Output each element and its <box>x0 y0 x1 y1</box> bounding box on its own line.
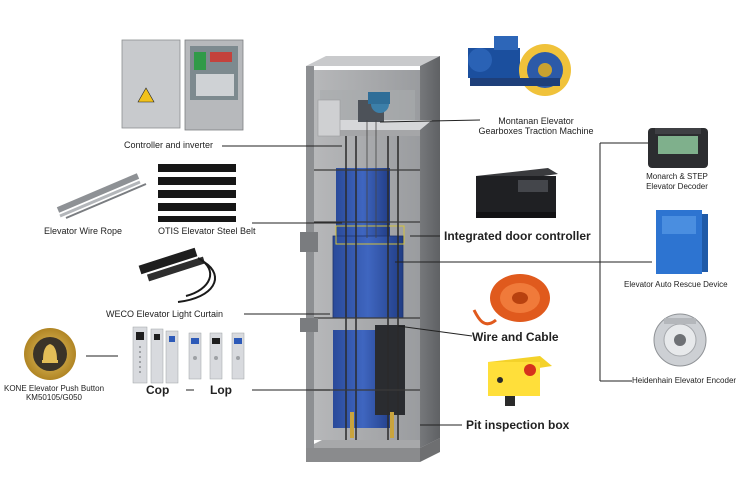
door-controller-image <box>476 168 558 218</box>
label-decoder-line2: Elevator Decoder <box>646 182 708 191</box>
label-encoder: Heidenhain Elevator Encoder <box>632 376 737 385</box>
label-push-button-line1: KONE Elevator Push Button <box>4 384 105 393</box>
leader-lines <box>86 119 652 426</box>
traction-machine-image <box>468 36 571 96</box>
elevator-car <box>300 120 420 440</box>
wire-rope-image <box>56 173 147 219</box>
label-rescue-device: Elevator Auto Rescue Device <box>624 280 728 289</box>
label-push-button-line2: KM50105/G050 <box>25 393 83 402</box>
rescue-device-image <box>656 210 708 274</box>
label-cop: Cop <box>146 383 170 397</box>
push-button-image <box>24 328 76 380</box>
label-decoder-line1: Monarch & STEP <box>646 172 708 181</box>
label-traction-machine-line1: Montanan Elevator <box>498 116 574 126</box>
label-door-controller: Integrated door controller <box>444 229 591 243</box>
encoder-image <box>653 313 707 367</box>
label-traction-machine: Montanan Elevator Gearboxes Traction Mac… <box>466 116 606 136</box>
label-light-curtain: WECO Elevator Light Curtain <box>106 309 224 319</box>
cop-panel-image <box>132 326 179 384</box>
label-pit-box: Pit inspection box <box>466 418 570 432</box>
wire-cable-image <box>472 274 550 326</box>
label-wire-rope: Elevator Wire Rope <box>44 226 123 236</box>
label-controller-inverter: Controller and inverter <box>124 140 214 150</box>
light-curtain-image <box>138 247 216 303</box>
pit-box-image <box>488 356 552 406</box>
label-wire-cable: Wire and Cable <box>472 330 559 344</box>
label-traction-machine-line2: Gearboxes Traction Machine <box>478 126 594 136</box>
elevator-decoder-image <box>648 128 708 168</box>
label-lop: Lop <box>210 383 232 397</box>
controller-inverter-image <box>121 39 244 131</box>
steel-belt-image <box>158 164 236 222</box>
lop-panel-image <box>188 332 245 380</box>
label-steel-belt: OTIS Elevator Steel Belt <box>158 226 256 236</box>
label-push-button: KONE Elevator Push Button KM50105/G050 <box>4 384 104 402</box>
label-decoder: Monarch & STEP Elevator Decoder <box>634 172 720 192</box>
